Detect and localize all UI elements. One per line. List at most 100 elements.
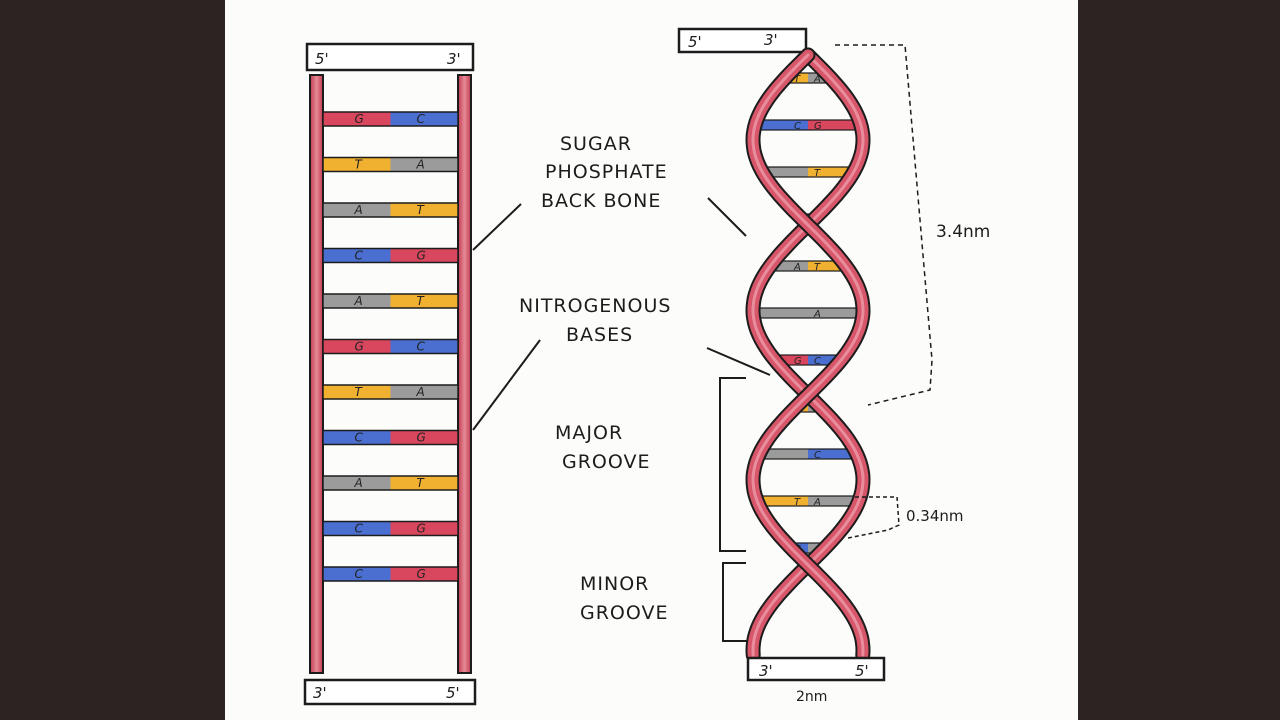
- helix-top-cap: [677, 27, 808, 54]
- ladder-base-letter-right: C: [417, 340, 426, 354]
- helix-base-letter-right: G: [814, 121, 822, 132]
- helix-base-letter-left: G: [794, 356, 802, 367]
- helix-base-right: [808, 167, 854, 177]
- ladder-base-letter-left: C: [355, 567, 364, 581]
- helix-base-left: [755, 120, 808, 130]
- bases-label: NITROGENOUS BASES: [519, 295, 671, 346]
- helix-base-pair: T: [761, 166, 855, 179]
- ladder-base-letter-right: T: [417, 294, 426, 308]
- ladder-base-outline: [322, 247, 459, 264]
- ladder-base-left: [323, 339, 391, 354]
- ladder-base-letter-right: T: [417, 203, 426, 217]
- helix-bottom-cap: [746, 656, 886, 682]
- ladder-base-outline: [322, 566, 459, 582]
- helix-base-right: [808, 449, 857, 459]
- helix-strand-a-highlight: [751, 53, 865, 657]
- bases-pointer-left: [472, 339, 541, 431]
- helix-base-letter-right: C: [814, 450, 821, 461]
- ladder-base-outline: [322, 384, 459, 400]
- helix-base-right: [808, 496, 859, 506]
- backbone-pointer-left: [472, 203, 522, 251]
- ladder-base-outline: [322, 202, 459, 218]
- ladder-base-outline: [322, 293, 459, 309]
- helix-base-letter-left: T: [794, 497, 801, 508]
- ladder-bottom-left-end: 3': [313, 684, 327, 702]
- step-dimension-line: [847, 496, 900, 539]
- ladder-base-letter-right: A: [416, 385, 425, 399]
- ladder-right-backbone: [457, 74, 472, 674]
- ladder-base-right: [390, 339, 458, 354]
- ladder-base-letter-left: G: [355, 112, 364, 126]
- helix-base-letter-right: C: [814, 356, 821, 367]
- bases-pointer-right: [706, 347, 771, 376]
- ladder-base-letter-right: G: [417, 431, 426, 445]
- ladder-base-left: [323, 521, 391, 536]
- helix-base-left: [770, 261, 808, 271]
- ladder-base-right: [390, 248, 458, 263]
- helix-bottom-left-end: 3': [759, 662, 773, 680]
- ladder-base-letter-left: T: [355, 385, 364, 399]
- ladder-base-letter-left: C: [355, 431, 364, 445]
- ladder-base-outline: [322, 156, 459, 173]
- step-label: 0.34nm: [906, 507, 964, 525]
- ladder-base-left: [323, 157, 391, 172]
- major-groove-label-line-2: GROOVE: [562, 451, 651, 473]
- helix-strand-b-highlight: [751, 53, 865, 657]
- bases-label-line-1: NITROGENOUS: [519, 295, 671, 317]
- helix-base-left: [774, 355, 808, 365]
- backbone-label-line-3: BACK BONE: [541, 190, 661, 212]
- ladder-base-letter-left: A: [354, 476, 363, 490]
- ladder-base-right: [390, 430, 458, 445]
- ladder-base-right: [390, 203, 458, 217]
- helix-width-label: 2nm: [796, 689, 827, 705]
- helix-base-letter-left: T: [794, 74, 801, 85]
- helix-base-left: [757, 496, 808, 506]
- backbone-label-line-1: SUGAR: [560, 133, 632, 155]
- ladder-base-left: [323, 476, 391, 490]
- helix-base-letter-right: A: [813, 497, 821, 508]
- helix-base-right: [808, 261, 846, 271]
- helix-base-letter-right: T: [814, 168, 821, 179]
- backbone-label-line-2: PHOSPHATE: [545, 161, 668, 183]
- ladder-base-left: [323, 203, 391, 217]
- ladder-base-left: [323, 385, 391, 399]
- helix-base-right: [808, 308, 863, 318]
- ladder-base-right: [390, 112, 458, 126]
- ladder-base-letter-right: G: [417, 249, 426, 263]
- ladder-base-letter-right: G: [417, 567, 426, 581]
- ladder-base-right: [390, 476, 458, 490]
- ladder-base-left: [323, 294, 391, 308]
- ladder-base-right: [390, 157, 458, 172]
- ladder-base-letter-right: C: [417, 112, 426, 126]
- ladder-top-left-end: 5': [315, 50, 329, 68]
- helix-strands: [745, 47, 871, 663]
- ladder-base-left: [323, 567, 391, 581]
- ladder-top-cap: [305, 42, 475, 72]
- helix-top-right-end: 3': [764, 31, 778, 49]
- ladder-base-letter-left: C: [355, 522, 364, 536]
- minor-groove-label: MINOR GROOVE: [580, 573, 668, 624]
- helix-base-left: [762, 167, 808, 177]
- ladder-base-outline: [322, 475, 459, 491]
- ladder-base-left: [323, 112, 391, 126]
- minor-groove-label-line-1: MINOR: [580, 573, 649, 595]
- pitch-dimension-line: [835, 44, 933, 406]
- helix-base-letter-right: A: [813, 309, 821, 320]
- ladder-left-backbone: [309, 74, 324, 674]
- helix-base-letter-right: T: [814, 262, 821, 273]
- ladder-base-left: [323, 430, 391, 445]
- helix-base-left: [785, 73, 808, 83]
- ladder-base-letter-left: T: [355, 158, 364, 172]
- ladder-base-letter-right: A: [416, 158, 425, 172]
- ladder-base-outline: [322, 111, 459, 127]
- ladder-base-outline: [322, 338, 459, 355]
- ladder-base-letter-left: A: [354, 203, 363, 217]
